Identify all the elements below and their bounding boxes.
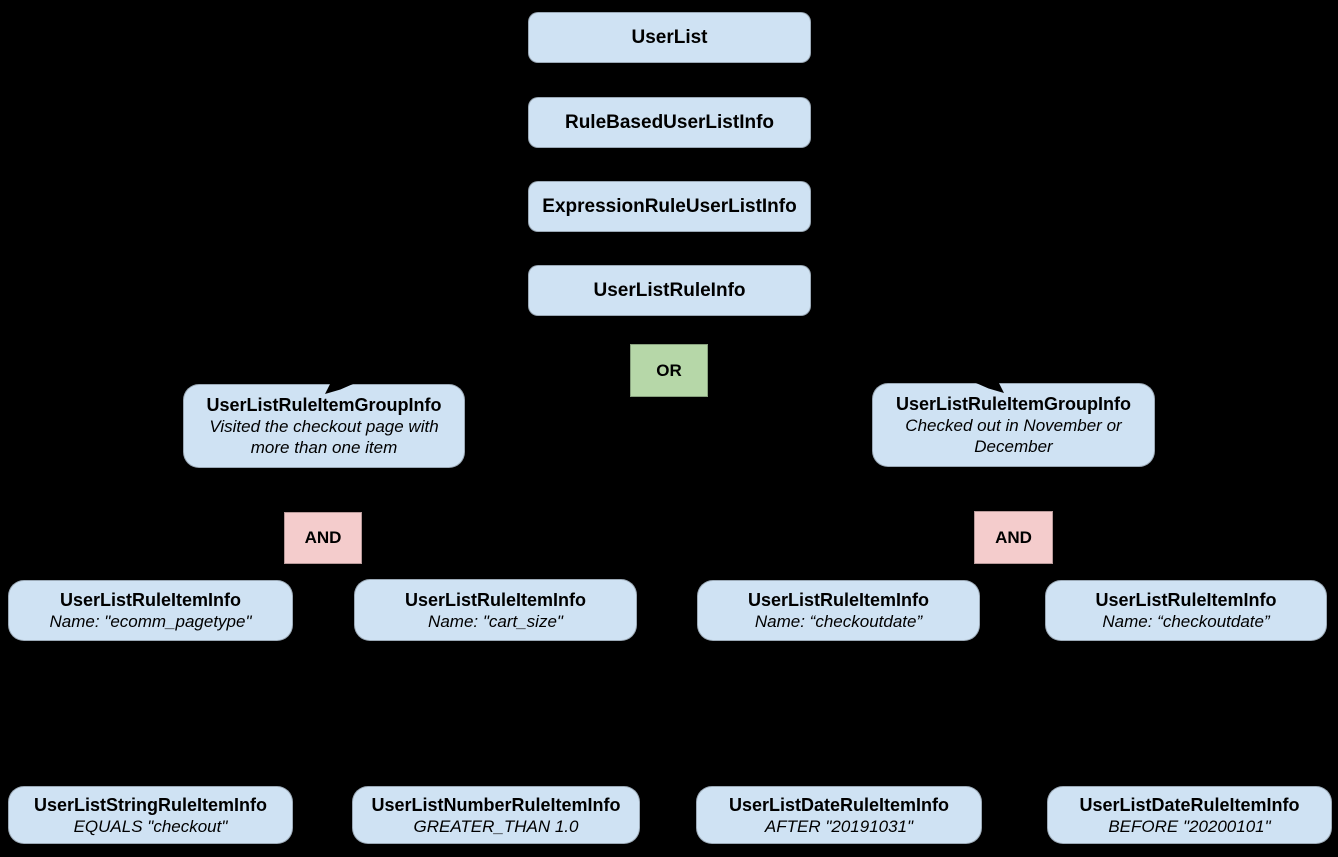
node-dateruleitem-before: UserListDateRuleItemInfo BEFORE "2020010… (1047, 786, 1332, 844)
node-ruleitem-checkoutdate-after: UserListRuleItemInfo Name: “checkoutdate… (697, 580, 980, 641)
node-ruleitemgroup-right: UserListRuleItemGroupInfo Checked out in… (872, 383, 1155, 467)
node-userlist: UserList (528, 12, 811, 63)
node-stringruleitem: UserListStringRuleItemInfo EQUALS "check… (8, 786, 293, 844)
node-detail: Name: "cart_size" (428, 611, 563, 631)
node-detail: BEFORE "20200101" (1108, 816, 1271, 836)
node-detail: GREATER_THAN 1.0 (413, 816, 579, 836)
node-detail: EQUALS "checkout" (73, 816, 228, 836)
node-detail: Name: "ecomm_pagetype" (49, 612, 252, 631)
node-label: UserListNumberRuleItemInfo (371, 794, 621, 815)
node-numberruleitem: UserListNumberRuleItemInfo GREATER_THAN … (352, 786, 640, 844)
node-label: UserListRuleInfo (593, 279, 746, 301)
node-label: UserListDateRuleItemInfo (1079, 794, 1300, 815)
node-label: UserListStringRuleItemInfo (33, 794, 268, 815)
node-detail: AFTER "20191031" (764, 816, 914, 836)
node-label: UserListRuleItemInfo (1095, 590, 1277, 610)
arrowhead-icon (976, 383, 1004, 393)
node-userlistruleinfo: UserListRuleInfo (528, 265, 811, 316)
node-ruleitem-checkoutdate-before: UserListRuleItemInfo Name: “checkoutdate… (1045, 580, 1327, 641)
node-label: ExpressionRuleUserListInfo (542, 195, 797, 217)
node-dateruleitem-after: UserListDateRuleItemInfo AFTER "20191031… (696, 786, 982, 844)
node-ruleitem-ecomm-pagetype: UserListRuleItemInfo Name: "ecomm_pagety… (8, 580, 293, 641)
node-label: UserListDateRuleItemInfo (728, 794, 950, 815)
node-label: UserList (631, 26, 708, 48)
node-description: Checked out in November or December (905, 416, 1122, 456)
node-ruleitem-cart-size: UserListRuleItemInfo Name: "cart_size" (354, 579, 637, 641)
node-rulebaseduserlistinfo: RuleBasedUserListInfo (528, 97, 811, 148)
node-label: UserListRuleItemGroupInfo (206, 395, 442, 415)
and-operator-box-right: AND (974, 511, 1053, 564)
node-label: UserListRuleItemInfo (404, 589, 587, 610)
node-detail: Name: “checkoutdate” (754, 612, 923, 631)
arrowhead-icon (325, 384, 353, 394)
node-label: RuleBasedUserListInfo (564, 111, 775, 133)
node-description: Visited the checkout page with more than… (209, 417, 439, 457)
node-detail: Name: “checkoutdate” (1102, 612, 1270, 631)
node-label: UserListRuleItemGroupInfo (895, 394, 1132, 414)
node-ruleitemgroup-left: UserListRuleItemGroupInfo Visited the ch… (183, 384, 465, 468)
node-expressionruleuserlistinfo: ExpressionRuleUserListInfo (528, 181, 811, 232)
and-operator-box-left: AND (284, 512, 362, 564)
node-label: UserListRuleItemInfo (747, 590, 930, 610)
or-operator-box: OR (630, 344, 708, 397)
node-label: UserListRuleItemInfo (59, 590, 242, 610)
